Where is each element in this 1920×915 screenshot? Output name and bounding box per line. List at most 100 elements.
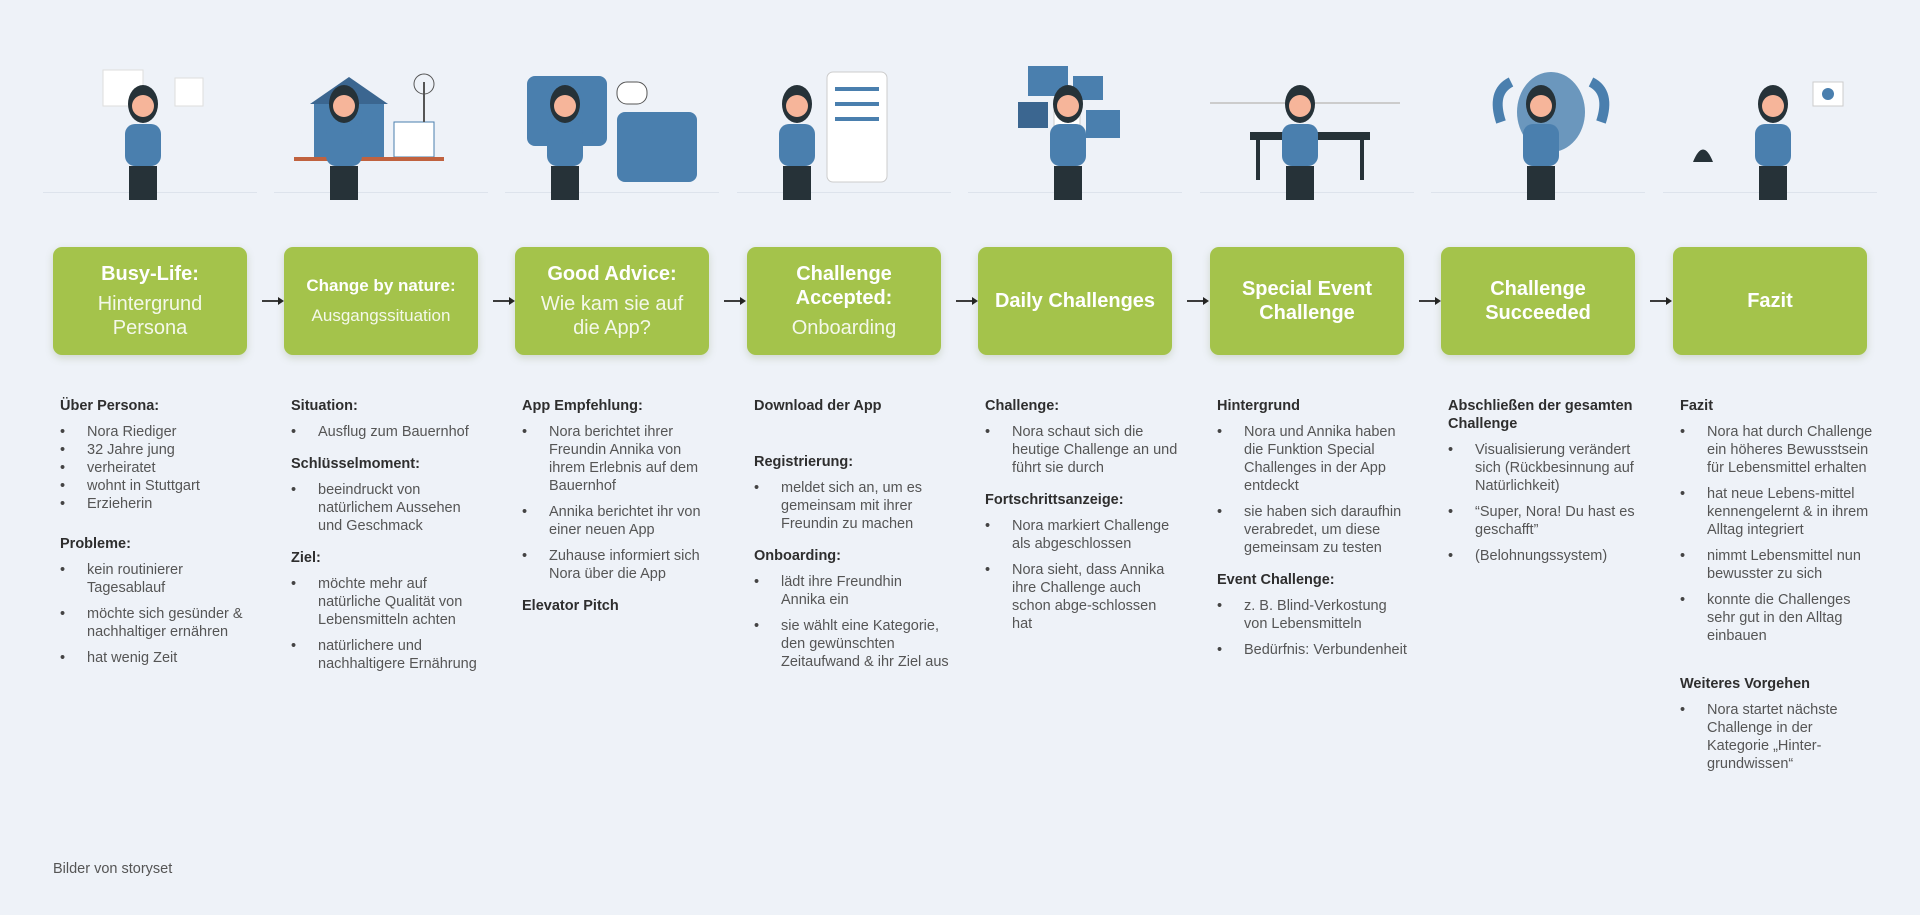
bullet-list: Nora berichtet ihrer Freundin Annika von… <box>522 423 717 583</box>
detail-section: Download der App <box>754 397 949 415</box>
detail-section: Schlüsselmoment: beeindruckt von natürlic… <box>291 455 486 535</box>
detail-section: Onboarding:lädt ihre Freundhin Annika ei… <box>754 547 949 671</box>
list-item: wohnt in Stuttgart <box>60 477 255 495</box>
bullet-list: Nora startet nächste Challenge in der Ka… <box>1680 701 1875 773</box>
bullet-list: Nora und Annika haben die Funktion Speci… <box>1217 423 1412 557</box>
list-item: kein routinierer Tagesablauf <box>60 561 255 597</box>
farm-illustration <box>274 73 488 200</box>
list-item: Erzieherin <box>60 495 255 513</box>
arrow-right-icon <box>1419 297 1441 305</box>
bullet-list: Ausflug zum Bauernhof <box>291 423 486 441</box>
cooking-woman-illustration <box>43 69 257 200</box>
section-heading: Elevator Pitch <box>522 598 619 614</box>
list-item: möchte mehr auf natürliche Qualität von … <box>291 575 486 629</box>
list-item: sie haben sich daraufhin verabredet, um … <box>1217 503 1412 557</box>
section-heading: Event Challenge: <box>1217 572 1335 588</box>
bullet-list: kein routinierer Tagesablauf möchte sich … <box>60 561 255 667</box>
detail-section: Elevator Pitch <box>522 597 717 615</box>
bullet-list: beeindruckt von natürlichem Aussehen und… <box>291 481 486 535</box>
bullet-list: Nora schaut sich die heutige Challenge a… <box>985 423 1180 477</box>
list-item: nimmt Lebensmittel nun bewusster zu sich <box>1680 547 1875 583</box>
list-item: Nora Riediger <box>60 423 255 441</box>
list-item: Zuhause informiert sich Nora über die Ap… <box>522 547 717 583</box>
bullet-list: z. B. Blind-Verkostung von Lebensmitteln… <box>1217 597 1412 659</box>
arrow-right-icon <box>724 297 746 305</box>
list-item: z. B. Blind-Verkostung von Lebensmitteln <box>1217 597 1412 633</box>
image-credit: Bilder von storyset <box>53 861 173 877</box>
detail-section: Abschließen der gesamten ChallengeVisual… <box>1448 397 1643 565</box>
onboarding-illustration <box>737 71 951 200</box>
step-title: Fazit <box>1747 290 1793 312</box>
step-card: Special Event Challenge <box>1210 247 1404 355</box>
list-item: Nora markiert Challenge als abgeschlosse… <box>985 517 1180 553</box>
list-item: (Belohnungssystem) <box>1448 547 1643 565</box>
section-heading: Registrierung: <box>754 454 854 470</box>
step-details: HintergrundNora und Annika haben die Fun… <box>1217 397 1412 673</box>
step-subtitle: Ausgangssituation <box>311 306 451 325</box>
bullet-list: möchte mehr auf natürliche Qualität von … <box>291 575 486 673</box>
list-item: meldet sich an, um es gemeinsam mit ihre… <box>754 479 949 533</box>
section-heading: Weiteres Vorgehen <box>1680 676 1811 692</box>
video-call-illustration <box>505 76 719 200</box>
step-subtitle: Wie kam sie auf die App? <box>540 293 684 339</box>
section-heading: Hintergrund <box>1217 398 1300 414</box>
step-title: Special Event Challenge <box>1241 278 1373 324</box>
list-item: sie wählt eine Kategorie, den gewünschte… <box>754 617 949 671</box>
list-item: Nora schaut sich die heutige Challenge a… <box>985 423 1180 477</box>
detail-section: FazitNora hat durch Challenge ein höhere… <box>1680 397 1875 645</box>
jumping-woman-illustration <box>1663 81 1877 200</box>
step-details: App Empfehlung: Nora berichtet ihrer Freu… <box>522 397 717 629</box>
step-title: Busy-Life: <box>101 263 199 285</box>
detail-section: App Empfehlung: Nora berichtet ihrer Freu… <box>522 397 717 583</box>
section-heading: Situation: <box>291 398 358 414</box>
detail-section: Event Challenge: z. B. Blind-Verkostung v… <box>1217 571 1412 659</box>
arrow-right-icon <box>956 297 978 305</box>
step-card: Fazit <box>1673 247 1867 355</box>
strong-woman-illustration <box>1431 72 1645 200</box>
step-title: Challenge Accepted: <box>795 263 893 309</box>
arrow-right-icon <box>262 297 284 305</box>
bullet-list: lädt ihre Freundhin Annika einsie wählt … <box>754 573 949 671</box>
step-details: Challenge: Nora schaut sich die heutige C… <box>985 397 1180 647</box>
detail-section: Challenge: Nora schaut sich die heutige C… <box>985 397 1180 477</box>
list-item: beeindruckt von natürlichem Aussehen und… <box>291 481 486 535</box>
section-heading: Challenge: <box>985 398 1060 414</box>
step-details: FazitNora hat durch Challenge ein höhere… <box>1680 397 1875 787</box>
list-item: Bedürfnis: Verbundenheit <box>1217 641 1412 659</box>
list-item: Nora und Annika haben die Funktion Speci… <box>1217 423 1412 495</box>
list-item: Nora startet nächste Challenge in der Ka… <box>1680 701 1875 773</box>
step-title: Challenge Succeeded <box>1485 278 1591 324</box>
list-item: möchte sich gesünder & nachhaltiger ernä… <box>60 605 255 641</box>
dinner-table-illustration <box>1200 85 1414 200</box>
list-item: Nora hat durch Challenge ein höheres Bew… <box>1680 423 1875 477</box>
list-item: natürlichere und nachhaltigere Ernährung <box>291 637 486 673</box>
step-card: Change by nature:Ausgangssituation <box>284 247 478 355</box>
step-details: Abschließen der gesamten ChallengeVisual… <box>1448 397 1643 579</box>
list-item: 32 Jahre jung <box>60 441 255 459</box>
step-title: Good Advice: <box>547 263 677 285</box>
detail-section: Registrierung: meldet sich an, um es geme… <box>754 453 949 533</box>
list-item: verheiratet <box>60 459 255 477</box>
bullet-list: Nora Riediger32 Jahre jungverheiratetwoh… <box>60 423 255 513</box>
section-heading: Schlüsselmoment: <box>291 456 420 472</box>
list-item: Ausflug zum Bauernhof <box>291 423 486 441</box>
section-heading: Über Persona: <box>60 398 160 414</box>
gallery-illustration <box>968 66 1182 200</box>
detail-section: HintergrundNora und Annika haben die Fun… <box>1217 397 1412 557</box>
bullet-list: Nora hat durch Challenge ein höheres Bew… <box>1680 423 1875 645</box>
list-item: Nora sieht, dass Annika ihre Challenge a… <box>985 561 1180 633</box>
bullet-list: Nora markiert Challenge als abgeschlosse… <box>985 517 1180 633</box>
step-card: Good Advice: Wie kam sie auf die App? <box>515 247 709 355</box>
list-item: Annika berichtet ihr von einer neuen App <box>522 503 717 539</box>
list-item: konnte die Challenges sehr gut in den Al… <box>1680 591 1875 645</box>
section-heading: Fazit <box>1680 398 1714 414</box>
step-details: Über Persona: Nora Riediger32 Jahre jungv… <box>60 397 255 681</box>
step-details: Situation: Ausflug zum BauernhofSchlüssel… <box>291 397 486 687</box>
bullet-list: meldet sich an, um es gemeinsam mit ihre… <box>754 479 949 533</box>
step-card: Busy-Life:Hintergrund Persona <box>53 247 247 355</box>
detail-section: Über Persona: Nora Riediger32 Jahre jungv… <box>60 397 255 513</box>
section-heading: App Empfehlung: <box>522 398 643 414</box>
section-heading: Fortschrittsanzeige: <box>985 492 1124 508</box>
step-card: Daily Challenges <box>978 247 1172 355</box>
bullet-list: Visualisierung verändert sich (Rückbesin… <box>1448 441 1643 565</box>
